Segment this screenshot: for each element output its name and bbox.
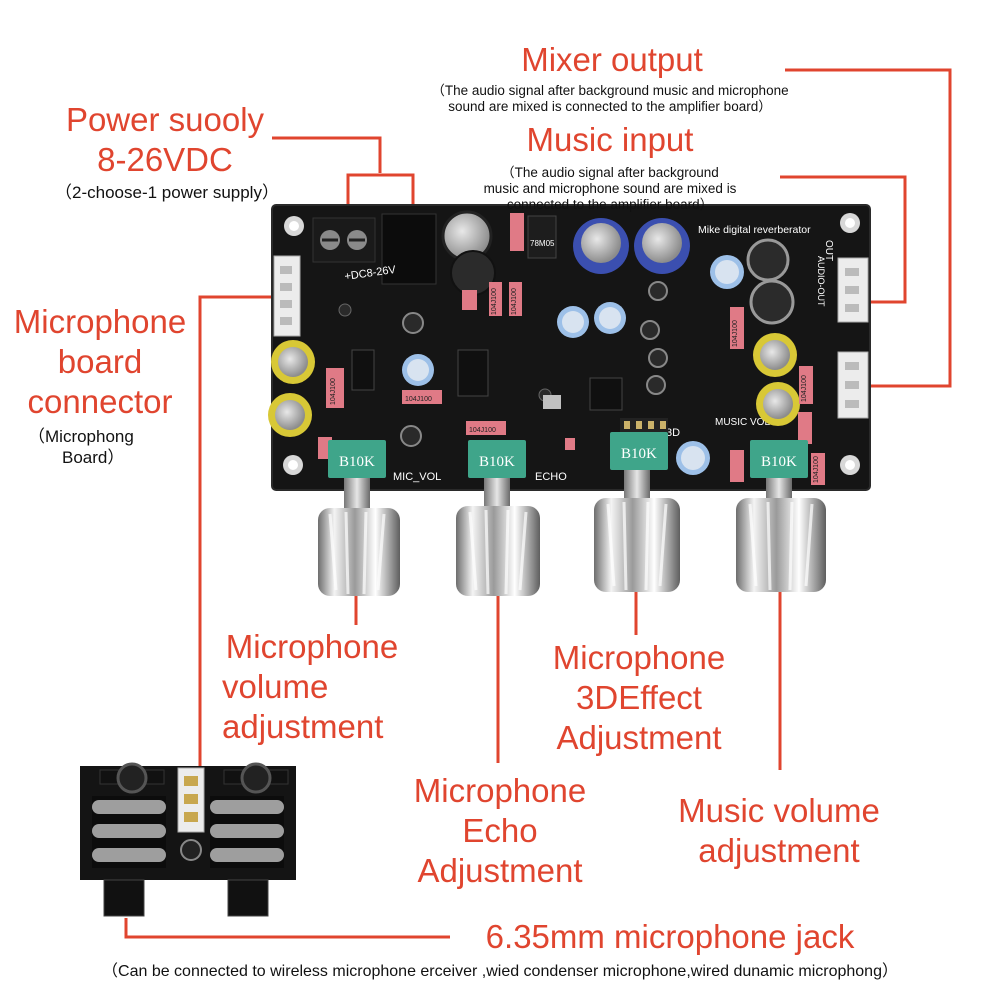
- mic-vol-silk: MIC_VOL: [393, 471, 441, 483]
- echo-silk: ECHO: [535, 471, 567, 483]
- potentiometer-mic-volume[interactable]: B10K: [318, 440, 400, 596]
- mic-echo-line1: Microphone: [413, 772, 587, 809]
- 3d-silk: 3D: [666, 427, 680, 439]
- power-label: Power suooly 8-26VDC: [40, 100, 290, 180]
- cap-silk-text: 104J100: [469, 427, 496, 434]
- leader-lines: [124, 68, 952, 939]
- pcb-board: +DC8-26V Mike digital reverberator OUT A…: [268, 204, 871, 491]
- dc-barrel-jack: [381, 213, 437, 285]
- potentiometer-3d[interactable]: B10K: [594, 432, 680, 592]
- music-input-note-line3: connected to the amplifier board）: [506, 197, 714, 212]
- svg-text:B10K: B10K: [621, 446, 657, 462]
- crystal: [543, 395, 561, 409]
- mounting-holes: [283, 213, 860, 475]
- power-label-line2: 8-26VDC: [97, 141, 233, 178]
- power-label-line1: Power suooly: [65, 101, 265, 138]
- jack-board-header: [177, 767, 205, 861]
- music-input-note: （The audio signal after background music…: [430, 165, 790, 213]
- potentiometer-echo[interactable]: B10K: [456, 440, 540, 596]
- music-input-note-line1: （The audio signal after background: [501, 165, 719, 180]
- small-components: [338, 281, 668, 447]
- pin-header: [620, 418, 668, 432]
- cap-silk-text: 104J100: [491, 288, 498, 315]
- cap-silk-text: 104J100: [732, 320, 739, 347]
- mic-echo-label: Microphone Echo Adjustment: [398, 771, 602, 891]
- cap-silk-text: 104J100: [813, 456, 820, 483]
- jack-right[interactable]: [210, 762, 284, 917]
- mic-board-label-line1: Microphone: [13, 303, 187, 340]
- microphone-jack-board: [80, 762, 296, 917]
- cap-silk-text: 104J100: [330, 378, 337, 405]
- electrolytic-capacitors: [268, 210, 800, 475]
- music-input-header: [837, 257, 869, 323]
- cap-silk-text: 104J100: [405, 396, 432, 403]
- potentiometer-music-volume[interactable]: B10K: [736, 440, 826, 592]
- audio-out-silk: AUDIO-OUT: [816, 256, 826, 307]
- music-vol-silk: MUSIC VOL: [715, 417, 770, 428]
- music-input-title: Music input: [526, 121, 694, 158]
- jack-note: （Can be connected to wireless microphone…: [102, 963, 898, 980]
- mic-3d-line3: Adjustment: [556, 719, 722, 756]
- svg-text:B10K: B10K: [761, 454, 797, 470]
- board-title: Mike digital reverberator: [698, 224, 811, 236]
- mic-board-note-line2: Board）: [62, 448, 125, 467]
- mic-board-label-line2: board: [57, 343, 143, 380]
- mic-volume-line2: volume: [222, 668, 329, 705]
- mic-board-label-line3: connector: [27, 383, 173, 420]
- svg-text:B10K: B10K: [479, 454, 515, 470]
- mic-echo-line3: Adjustment: [417, 852, 583, 889]
- regulator-chip: [527, 215, 557, 259]
- mixer-output-note-line1: （The audio signal after background music…: [431, 83, 789, 98]
- ic-chip-1: [589, 377, 623, 411]
- power-note: （2-choose-1 power supply）: [55, 183, 279, 202]
- mic-board-label: Microphone board connector: [4, 302, 196, 422]
- mic-3d-line2: 3DEffect: [576, 679, 702, 716]
- out-silk: OUT: [823, 240, 834, 261]
- mic-3d-line1: Microphone: [552, 639, 726, 676]
- mic-board-header: [273, 255, 301, 337]
- ic-chip-3: [457, 349, 489, 397]
- svg-text:B10K: B10K: [339, 454, 375, 470]
- mixer-output-note-line2: sound are mixed is connected to the ampl…: [448, 99, 772, 114]
- music-volume-line1: Music volume: [678, 792, 880, 829]
- mixer-output-header: [837, 351, 869, 419]
- music-volume-label: Music volume adjustment: [664, 791, 894, 871]
- mic-volume-line3: adjustment: [222, 708, 384, 745]
- mic-board-note-line1: （Microphong: [28, 427, 134, 446]
- mic-volume-line1: Microphone: [225, 628, 399, 665]
- music-volume-line2: adjustment: [698, 832, 860, 869]
- jack-title: 6.35mm microphone jack: [485, 918, 855, 955]
- cap-silk-text: 104J100: [801, 375, 808, 402]
- mixer-output-note: （The audio signal after background music…: [370, 83, 850, 115]
- ic-chip-2: [351, 349, 375, 391]
- mic-echo-line2: Echo: [462, 812, 538, 849]
- power-screw-terminal: [312, 217, 376, 263]
- cap-silk-text: 104J100: [511, 288, 518, 315]
- svg-text:78M05: 78M05: [530, 239, 555, 248]
- mic-board-note: （Microphong Board）: [28, 426, 188, 468]
- jack-left[interactable]: [92, 762, 166, 917]
- mic-3d-label: Microphone 3DEffect Adjustment: [536, 638, 742, 758]
- mixer-output-title: Mixer output: [521, 41, 703, 78]
- music-input-note-line2: music and microphone sound are mixed is: [483, 181, 737, 196]
- mic-volume-label: Microphone volume adjustment: [212, 627, 412, 747]
